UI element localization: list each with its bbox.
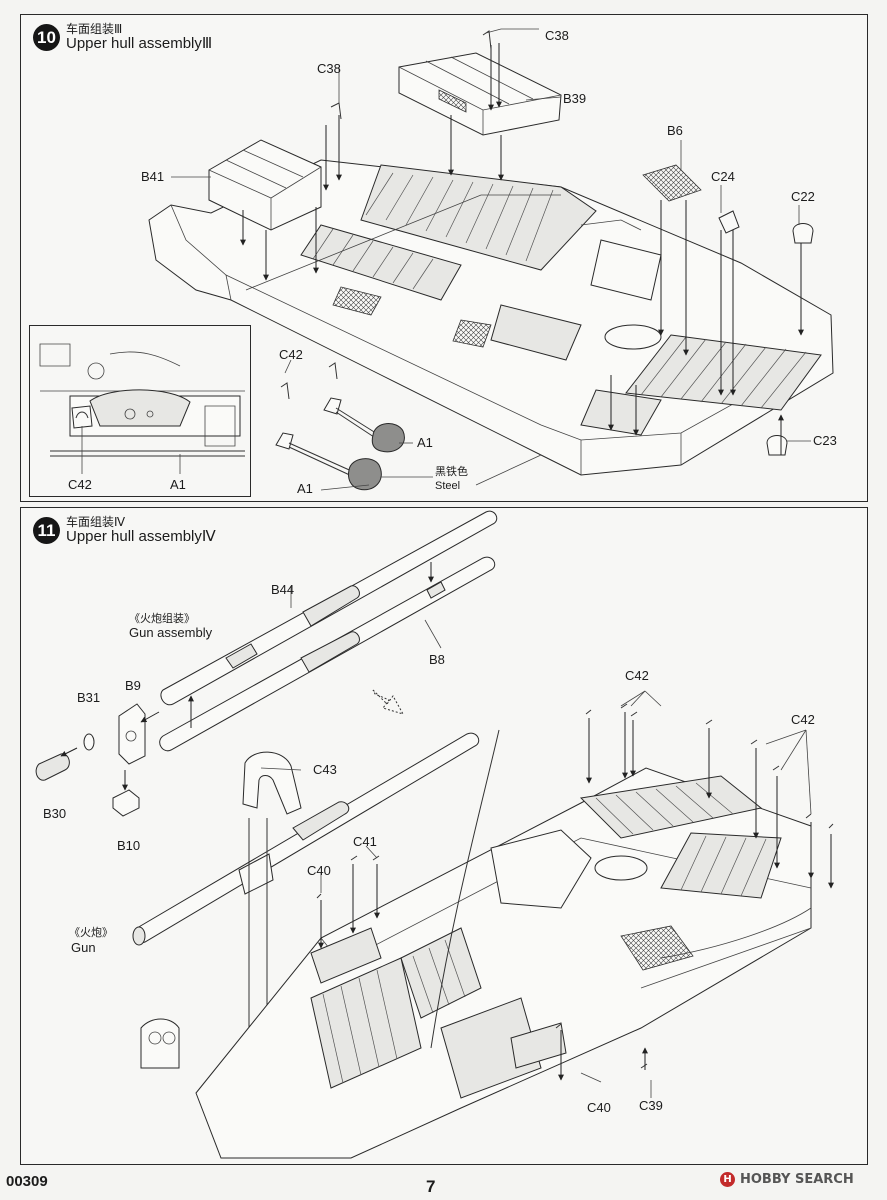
step-10-title-en: Upper hull assemblyⅢ — [66, 35, 213, 53]
label-c24: C24 — [711, 169, 735, 184]
part-b30-cap — [35, 753, 70, 781]
part-b8-barrel-half — [159, 556, 496, 752]
label-b44: B44 — [271, 582, 294, 597]
label-c42-top: C42 — [625, 668, 649, 683]
part-b6-mesh — [642, 164, 702, 202]
step-11-assembly-arrows — [260, 586, 834, 1098]
label-c38-top: C38 — [545, 28, 569, 43]
color-note-en: Steel — [435, 480, 460, 492]
step-11-panel: 11 车面组装Ⅳ Upper hull assemblyⅣ — [20, 507, 868, 1165]
label-b8: B8 — [429, 652, 445, 667]
part-b41-cover — [208, 139, 322, 231]
step-11-title-en: Upper hull assemblyⅣ — [66, 528, 216, 546]
inset-label-c42: C42 — [68, 477, 92, 492]
label-b41: B41 — [141, 169, 164, 184]
inset-label-a1: A1 — [170, 477, 186, 492]
page-number: 7 — [426, 1177, 436, 1196]
step-10-diagram: C38 C38 B39 B41 B6 C24 C22 C23 C42 A1 A1… — [141, 28, 837, 496]
label-c22: C22 — [791, 189, 815, 204]
step-10-detail-inset: C42 A1 — [29, 325, 251, 497]
part-b44-barrel-half — [160, 510, 498, 706]
step-11-number: 11 — [33, 517, 60, 545]
step-10-number: 10 — [33, 24, 60, 52]
upper-hull-deck-rear — [140, 767, 812, 1159]
gun-assembly-label-en: Gun assembly — [129, 625, 213, 640]
step-10-assembly-arrows — [171, 28, 811, 491]
label-c42: C42 — [279, 347, 303, 362]
gun-assembly-label-cn: 《火炮组装》 — [129, 611, 195, 625]
gun-barrel-assembled — [132, 732, 480, 946]
label-b6: B6 — [667, 123, 683, 138]
label-c43: C43 — [313, 762, 337, 777]
watermark: H HOBBY SEARCH — [720, 1172, 854, 1187]
product-code: 00309 — [6, 1173, 48, 1190]
watermark-text: HOBBY SEARCH — [740, 1172, 854, 1187]
label-c38-left: C38 — [317, 61, 341, 76]
part-c43-mount — [242, 751, 302, 815]
part-a1-shovels — [275, 362, 405, 491]
color-note-cn: 黑铁色 — [435, 464, 468, 478]
part-c23-bracket — [766, 435, 788, 456]
label-c40-left: C40 — [307, 863, 331, 878]
gun-label-cn: 《火炮》 — [69, 926, 113, 939]
step-10-header: 10 车面组装Ⅲ Upper hull assemblyⅢ — [33, 22, 213, 53]
upper-hull-deck — [148, 159, 834, 486]
step-10-panel: 10 车面组装Ⅲ Upper hull assemblyⅢ — [20, 14, 868, 502]
part-c22-bracket — [792, 223, 814, 244]
label-b39: B39 — [563, 91, 586, 106]
step-11-title-cn: 车面组装Ⅳ — [66, 515, 126, 529]
part-b10-clamp — [112, 789, 140, 817]
label-c41: C41 — [353, 834, 377, 849]
part-b31-ring — [83, 733, 95, 751]
part-b39-cover — [398, 52, 562, 136]
label-c23: C23 — [813, 433, 837, 448]
label-c42-right: C42 — [791, 712, 815, 727]
label-b9: B9 — [125, 678, 141, 693]
label-a1-left: A1 — [297, 481, 313, 496]
watermark-logo-icon: H — [720, 1172, 735, 1187]
step-11-diagram: B44 B8 《火炮组装》 Gun assembly B31 B9 B30 B1… — [35, 510, 834, 1159]
part-b9-bracket — [118, 703, 146, 765]
step-11-header: 11 车面组装Ⅳ Upper hull assemblyⅣ — [33, 515, 216, 546]
step-10-title-cn: 车面组装Ⅲ — [66, 22, 123, 36]
label-c40-right: C40 — [587, 1100, 611, 1115]
label-b31: B31 — [77, 690, 100, 705]
direction-arrow-icon — [372, 689, 405, 715]
label-c39: C39 — [639, 1098, 663, 1113]
label-b10: B10 — [117, 838, 140, 853]
part-c24-bracket — [718, 210, 740, 234]
gun-label-en: Gun — [71, 940, 96, 955]
label-b30: B30 — [43, 806, 66, 821]
inset-diagram: C42 A1 — [39, 343, 245, 492]
label-a1-right: A1 — [417, 435, 433, 450]
